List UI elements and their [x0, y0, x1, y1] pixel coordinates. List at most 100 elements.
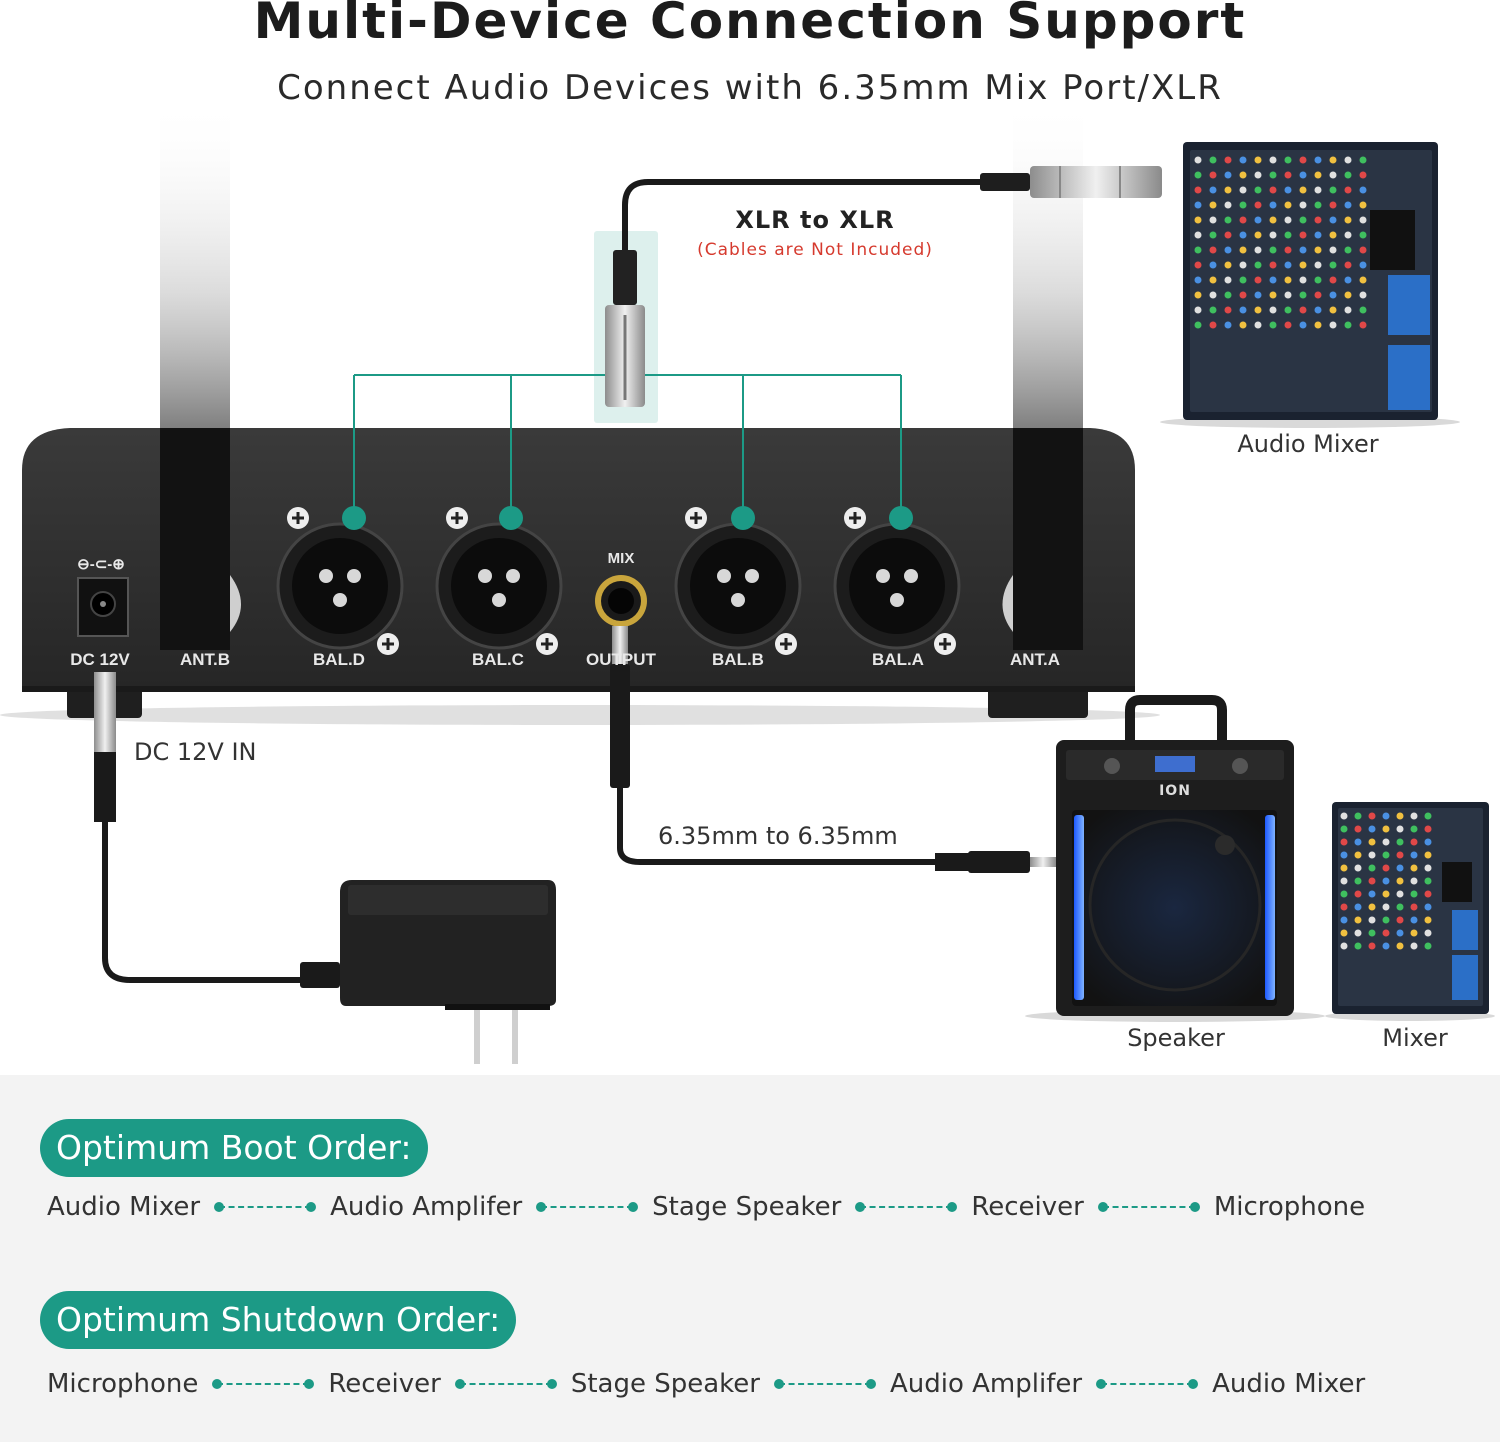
mixer-knob [1194, 261, 1202, 269]
mixer-knob [1224, 216, 1232, 224]
mixer-knob [1396, 942, 1404, 950]
bal-a-label: BAL.A [872, 650, 924, 669]
mixer-knob [1299, 246, 1307, 254]
xlr-port [276, 507, 404, 655]
mixer-knob [1299, 156, 1307, 164]
mixer-knob [1354, 890, 1362, 898]
step-connector [212, 1378, 315, 1390]
shutdown-step: Microphone [47, 1369, 199, 1399]
mixer-knob [1382, 864, 1390, 872]
mixer-knob [1299, 171, 1307, 179]
mixer-knob [1239, 276, 1247, 284]
audio-mixer-label: Audio Mixer [1237, 430, 1379, 458]
speaker-label: Speaker [1127, 1024, 1225, 1052]
mixer-knob [1239, 156, 1247, 164]
mixer-knob [1368, 851, 1376, 859]
mixer-knob [1329, 306, 1337, 314]
mixer-knob [1382, 942, 1390, 950]
mixer-knob [1382, 812, 1390, 820]
mixer-knob [1382, 890, 1390, 898]
mixer-knob [1424, 916, 1432, 924]
boot-step: Audio Mixer [47, 1192, 201, 1222]
mixer-knob [1299, 321, 1307, 329]
mixer-knob [1299, 276, 1307, 284]
mixer-knob [1368, 877, 1376, 885]
mixer-knob [1314, 171, 1322, 179]
mixer-knob [1368, 812, 1376, 820]
shutdown-order-title: Optimum Shutdown Order: [40, 1291, 517, 1349]
mixer-knob [1314, 261, 1322, 269]
mixer-knob [1284, 171, 1292, 179]
mixer-knob [1344, 291, 1352, 299]
mixer-knob [1314, 276, 1322, 284]
mixer-knob [1254, 306, 1262, 314]
mixer-knob [1194, 306, 1202, 314]
xlr-cable-note: (Cables are Not Incuded) [697, 240, 933, 260]
mixer-knob [1424, 942, 1432, 950]
mixer-knob [1269, 276, 1277, 284]
mixer-knob [1269, 186, 1277, 194]
mixer-knob [1359, 276, 1367, 284]
shutdown-step: Receiver [328, 1369, 441, 1399]
mixer-knob [1359, 291, 1367, 299]
mixer-knob [1344, 156, 1352, 164]
mixer-knob [1340, 903, 1348, 911]
mixer-knob [1329, 216, 1337, 224]
mixer-knob [1284, 216, 1292, 224]
mixer-knob [1396, 825, 1404, 833]
ant-a-label: ANT.A [1009, 650, 1061, 669]
mixer-knob [1209, 156, 1217, 164]
mixer-knob [1239, 201, 1247, 209]
mixer-knob [1209, 201, 1217, 209]
mixer-knob [1359, 261, 1367, 269]
mixer-knob [1359, 171, 1367, 179]
mixer-knob [1224, 156, 1232, 164]
mixer-knob [1269, 306, 1277, 314]
mixer-label: Mixer [1382, 1024, 1448, 1052]
boot-step: Stage Speaker [652, 1192, 842, 1222]
mixer-knob [1329, 231, 1337, 239]
mixer-knob [1410, 812, 1418, 820]
mixer-knob [1344, 321, 1352, 329]
mixer-knob [1340, 942, 1348, 950]
mixer-knob [1359, 306, 1367, 314]
mixer-knob [1354, 916, 1362, 924]
mixer-knob [1340, 825, 1348, 833]
mixer-knob [1209, 216, 1217, 224]
bal-b-label: BAL.B [712, 650, 764, 669]
step-connector [1097, 1201, 1200, 1213]
mixer-knob [1284, 276, 1292, 284]
shutdown-order-steps: Microphone Receiver Stage Speaker Audio … [47, 1369, 1365, 1399]
bal-d-label: BAL.D [313, 650, 365, 669]
xlr-port [833, 507, 961, 655]
mixer-knob [1344, 171, 1352, 179]
output-label: OUTPUT [586, 650, 656, 669]
mixer-knob [1382, 825, 1390, 833]
mixer-knob [1424, 929, 1432, 937]
mixer-knob [1329, 201, 1337, 209]
mixer-knob [1340, 864, 1348, 872]
mixer-knob [1284, 261, 1292, 269]
mix-label: MIX [607, 550, 635, 567]
dc-polarity-symbol: ⊖-⊂-⊕ [77, 556, 125, 573]
mixer-small [1325, 802, 1495, 1021]
mixer-knob [1368, 942, 1376, 950]
mixer-knob [1254, 291, 1262, 299]
mixer-knob [1254, 156, 1262, 164]
mixer-knob [1209, 291, 1217, 299]
mixer-knob [1424, 825, 1432, 833]
mixer-knob [1254, 261, 1262, 269]
mixer-knob [1340, 812, 1348, 820]
mixer-knob [1396, 864, 1404, 872]
bal-c-label: BAL.C [472, 650, 524, 669]
mixer-knob [1314, 291, 1322, 299]
connection-diagram [0, 100, 1495, 1064]
mixer-knob [1354, 812, 1362, 820]
shutdown-step: Stage Speaker [570, 1369, 760, 1399]
mixer-knob [1209, 246, 1217, 254]
mixer-knob [1354, 942, 1362, 950]
mixer-knob [1329, 321, 1337, 329]
mixer-knob [1239, 291, 1247, 299]
mixer-knob [1368, 890, 1376, 898]
mixer-knob [1269, 171, 1277, 179]
